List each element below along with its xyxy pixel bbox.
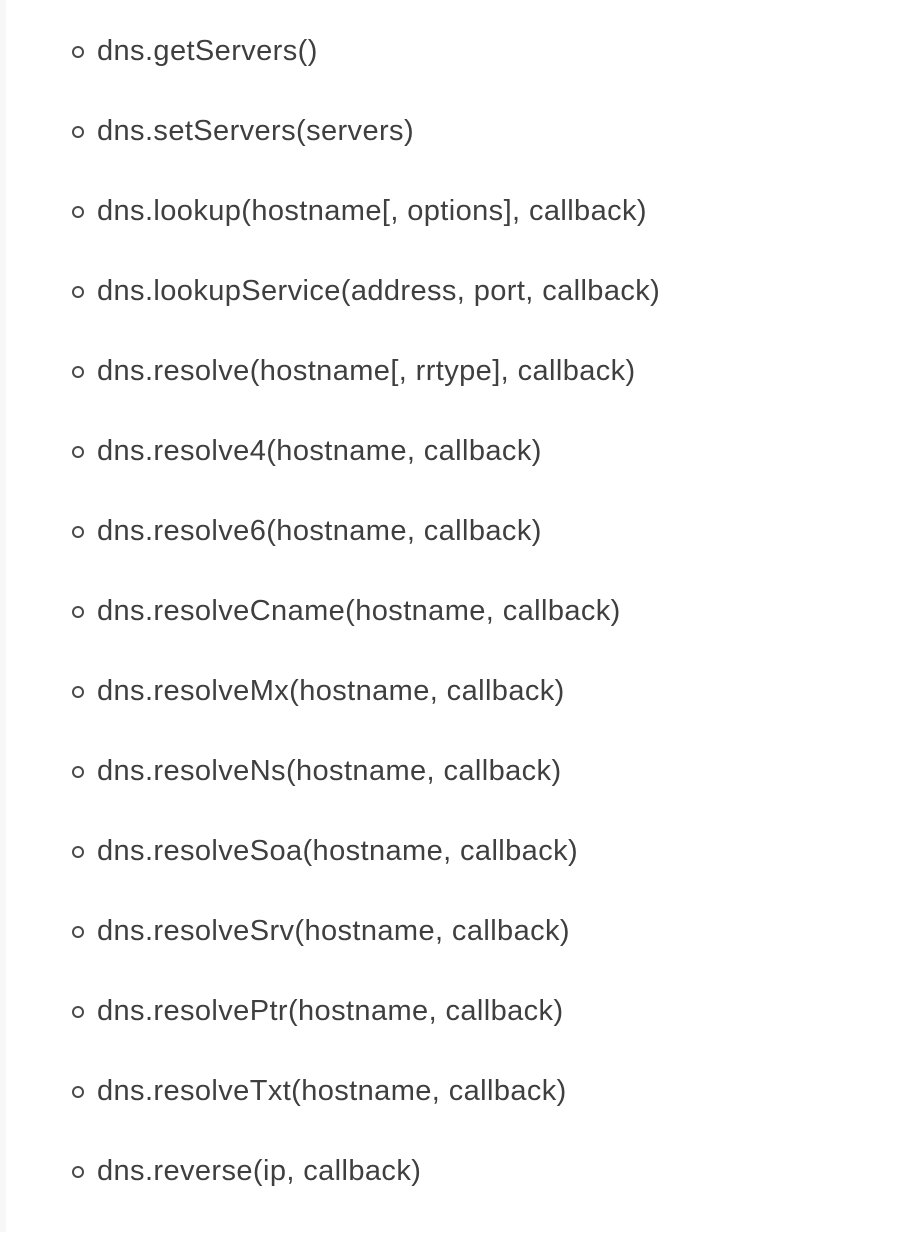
method-signature: dns.resolveSrv(hostname, callback) bbox=[97, 915, 570, 947]
circle-bullet-icon bbox=[72, 765, 84, 778]
list-item: dns.resolveSrv(hostname, callback) bbox=[72, 913, 922, 950]
method-signature: dns.reverse(ip, callback) bbox=[97, 1155, 422, 1187]
list-item: dns.resolveCname(hostname, callback) bbox=[72, 593, 922, 630]
list-item: dns.lookup(hostname[, options], callback… bbox=[72, 193, 922, 230]
circle-bullet-icon bbox=[72, 365, 84, 378]
list-item: dns.reverse(ip, callback) bbox=[72, 1153, 922, 1190]
circle-bullet-icon bbox=[72, 685, 84, 698]
method-signature: dns.setServers(servers) bbox=[97, 115, 414, 147]
method-signature: dns.getServers() bbox=[97, 35, 318, 67]
content-area: dns.getServers() dns.setServers(servers)… bbox=[6, 0, 922, 1233]
circle-bullet-icon bbox=[72, 1165, 84, 1178]
page-left-margin bbox=[0, 0, 6, 1232]
circle-bullet-icon bbox=[72, 1085, 84, 1098]
list-item: dns.setServers(servers) bbox=[72, 113, 922, 150]
list-item: dns.resolveMx(hostname, callback) bbox=[72, 673, 922, 710]
circle-bullet-icon bbox=[72, 845, 84, 858]
list-item: dns.resolveSoa(hostname, callback) bbox=[72, 833, 922, 870]
circle-bullet-icon bbox=[72, 205, 84, 218]
list-item: dns.resolveNs(hostname, callback) bbox=[72, 753, 922, 790]
method-signature: dns.resolvePtr(hostname, callback) bbox=[97, 995, 564, 1027]
list-item: dns.resolvePtr(hostname, callback) bbox=[72, 993, 922, 1030]
method-signature: dns.lookupService(address, port, callbac… bbox=[97, 275, 661, 307]
list-item: dns.resolveTxt(hostname, callback) bbox=[72, 1073, 922, 1110]
circle-bullet-icon bbox=[72, 445, 84, 458]
dns-method-list: dns.getServers() dns.setServers(servers)… bbox=[6, 0, 922, 1190]
method-signature: dns.lookup(hostname[, options], callback… bbox=[97, 195, 647, 227]
method-signature: dns.resolve4(hostname, callback) bbox=[97, 435, 542, 467]
circle-bullet-icon bbox=[72, 925, 84, 938]
circle-bullet-icon bbox=[72, 605, 84, 618]
list-item: dns.resolve6(hostname, callback) bbox=[72, 513, 922, 550]
list-item: dns.getServers() bbox=[72, 33, 922, 70]
method-signature: dns.resolveTxt(hostname, callback) bbox=[97, 1075, 567, 1107]
circle-bullet-icon bbox=[72, 285, 84, 298]
circle-bullet-icon bbox=[72, 1005, 84, 1018]
circle-bullet-icon bbox=[72, 125, 84, 138]
method-signature: dns.resolveCname(hostname, callback) bbox=[97, 595, 621, 627]
circle-bullet-icon bbox=[72, 45, 84, 58]
circle-bullet-icon bbox=[72, 525, 84, 538]
method-signature: dns.resolve(hostname[, rrtype], callback… bbox=[97, 355, 636, 387]
method-signature: dns.resolveSoa(hostname, callback) bbox=[97, 835, 579, 867]
method-signature: dns.resolveNs(hostname, callback) bbox=[97, 755, 562, 787]
list-item: dns.resolve(hostname[, rrtype], callback… bbox=[72, 353, 922, 390]
list-item: dns.lookupService(address, port, callbac… bbox=[72, 273, 922, 310]
method-signature: dns.resolve6(hostname, callback) bbox=[97, 515, 542, 547]
method-signature: dns.resolveMx(hostname, callback) bbox=[97, 675, 565, 707]
list-item: dns.resolve4(hostname, callback) bbox=[72, 433, 922, 470]
